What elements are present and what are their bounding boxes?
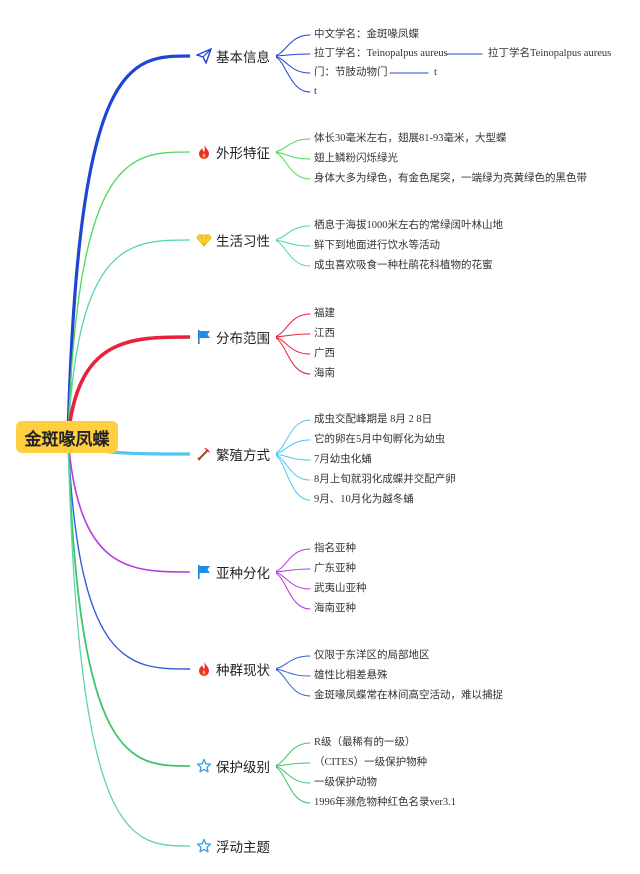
connector-leaf-2-0 <box>271 225 311 241</box>
leaf-topic[interactable]: 翅上鳞粉闪烁绿光 <box>314 153 398 164</box>
connector-branch-5 <box>67 436 191 573</box>
branch-topic-label: 分布范围 <box>216 331 270 347</box>
sub-topic[interactable]: t <box>434 67 437 78</box>
connector-leaf-6-0 <box>271 655 311 670</box>
branch-topic-7[interactable]: 保护级别 <box>190 753 276 779</box>
leaf-topic[interactable]: R级（最稀有的一级） <box>314 737 416 748</box>
connector-branch-6 <box>67 436 191 670</box>
leaf-topic[interactable]: 门：节肢动物门 <box>314 67 388 78</box>
connector-branch-3 <box>66 335 192 439</box>
branch-topic-8[interactable]: 浮动主题 <box>190 833 276 859</box>
leaf-topic[interactable]: 栖息于海拔1000米左右的常绿阔叶林山地 <box>314 220 503 231</box>
leaf-topic[interactable]: 9月、10月化为越冬蛹 <box>314 494 414 505</box>
branch-topic-label: 亚种分化 <box>216 566 270 582</box>
pickaxe-icon <box>196 446 212 462</box>
leaf-topic[interactable]: 它的卵在5月中旬孵化为幼虫 <box>314 434 446 445</box>
flame-icon <box>196 144 212 160</box>
flag-icon <box>196 329 212 345</box>
branch-topic-label: 生活习性 <box>216 234 270 250</box>
branch-topic-2[interactable]: 生活习性 <box>190 227 276 253</box>
flame-icon <box>196 661 212 677</box>
branch-topic-3[interactable]: 分布范围 <box>190 324 276 350</box>
connector-leaf-3-0 <box>271 313 311 338</box>
leaf-topic[interactable]: 江西 <box>314 328 335 339</box>
leaf-topic[interactable]: 一级保护动物 <box>314 777 377 788</box>
branch-topic-label: 种群现状 <box>216 663 270 679</box>
diamond-icon <box>196 232 212 248</box>
connector-leaf-0-3 <box>271 55 311 93</box>
leaf-topic[interactable]: 成虫喜欢吸食一种杜鹃花科植物的花蜜 <box>314 260 493 271</box>
leaf-topic[interactable]: 仅限于东洋区的局部地区 <box>314 650 430 661</box>
leaf-topic[interactable]: 海南 <box>314 368 335 379</box>
leaf-topic[interactable]: 武夷山亚种 <box>314 583 367 594</box>
connector-leaf-2-1 <box>271 239 311 247</box>
branch-topic-label: 繁殖方式 <box>216 448 270 464</box>
leaf-topic[interactable]: 鲜下到地面进行饮水等活动 <box>314 240 440 251</box>
connector-leaf-1-0 <box>271 138 311 153</box>
connector-leaf-6-1 <box>271 668 311 677</box>
branch-topic-4[interactable]: 繁殖方式 <box>190 441 276 467</box>
leaf-topic[interactable]: 8月上旬就羽化成蝶并交配产卵 <box>314 474 456 485</box>
branch-topic-label: 浮动主题 <box>216 840 270 856</box>
sub-topic[interactable]: 拉丁学名Teinopalpus aureus <box>488 48 612 59</box>
branch-topic-5[interactable]: 亚种分化 <box>190 559 276 585</box>
leaf-topic[interactable]: 广西 <box>314 348 335 359</box>
branch-topic-label: 保护级别 <box>216 760 270 776</box>
leaf-topic[interactable]: 福建 <box>314 308 335 319</box>
paper-plane-icon <box>196 48 212 64</box>
connector-branch-1 <box>67 151 191 438</box>
connector-leaf-1-1 <box>271 151 311 160</box>
leaf-topic[interactable]: 海南亚种 <box>314 603 356 614</box>
connector-branch-8 <box>67 436 191 847</box>
leaf-topic[interactable]: （CITES）一级保护物种 <box>314 757 428 768</box>
connector-branch-7 <box>67 436 191 767</box>
connector-leaf-5-3 <box>271 571 311 610</box>
connector-leaf-7-0 <box>271 742 311 767</box>
branch-topic-1[interactable]: 外形特征 <box>190 139 276 165</box>
connector-leaf-4-4 <box>271 453 311 501</box>
leaf-topic[interactable]: 身体大多为绿色，有金色尾突，一端绿为亮黄绿色的黑色带 <box>314 173 587 184</box>
branch-topic-label: 外形特征 <box>216 146 270 162</box>
leaf-topic[interactable]: 1996年濒危物种红色名录ver3.1 <box>314 797 457 808</box>
star-icon <box>196 758 212 774</box>
flag-icon <box>196 564 212 580</box>
leaf-topic[interactable]: 7月幼虫化蛹 <box>314 454 372 465</box>
connector-leaf-5-0 <box>271 548 311 573</box>
root-topic-label: 金斑喙凤蝶 <box>24 429 110 450</box>
connector-leaf-7-3 <box>271 765 311 804</box>
leaf-topic[interactable]: 拉丁学名：Teinopalpus aureus <box>314 48 448 59</box>
root-topic[interactable]: 金斑喙凤蝶 <box>16 421 118 453</box>
connector-leaf-4-0 <box>271 419 311 455</box>
leaf-topic[interactable]: t <box>314 86 317 97</box>
leaf-topic[interactable]: 体长30毫米左右，翅展81-93毫米，大型蝶 <box>314 133 507 144</box>
leaf-topic[interactable]: 中文学名：金斑喙凤蝶 <box>314 29 419 40</box>
connector-leaf-3-3 <box>271 336 311 375</box>
leaf-topic[interactable]: 广东亚种 <box>314 563 356 574</box>
connector-branch-0 <box>66 54 192 439</box>
leaf-topic[interactable]: 雄性比相差悬殊 <box>314 670 388 681</box>
branch-topic-0[interactable]: 基本信息 <box>190 43 276 69</box>
branch-topic-6[interactable]: 种群现状 <box>190 656 276 682</box>
leaf-topic[interactable]: 指名亚种 <box>314 543 356 554</box>
connector-leaf-0-0 <box>271 34 311 57</box>
leaf-topic[interactable]: 成虫交配峰期是 8月 2 8日 <box>314 414 433 425</box>
star-icon <box>196 838 212 854</box>
connector-branch-2 <box>67 239 191 438</box>
leaf-topic[interactable]: 金斑喙凤蝶常在林间高空活动，难以捕捉 <box>314 690 503 701</box>
branch-topic-label: 基本信息 <box>216 50 270 66</box>
